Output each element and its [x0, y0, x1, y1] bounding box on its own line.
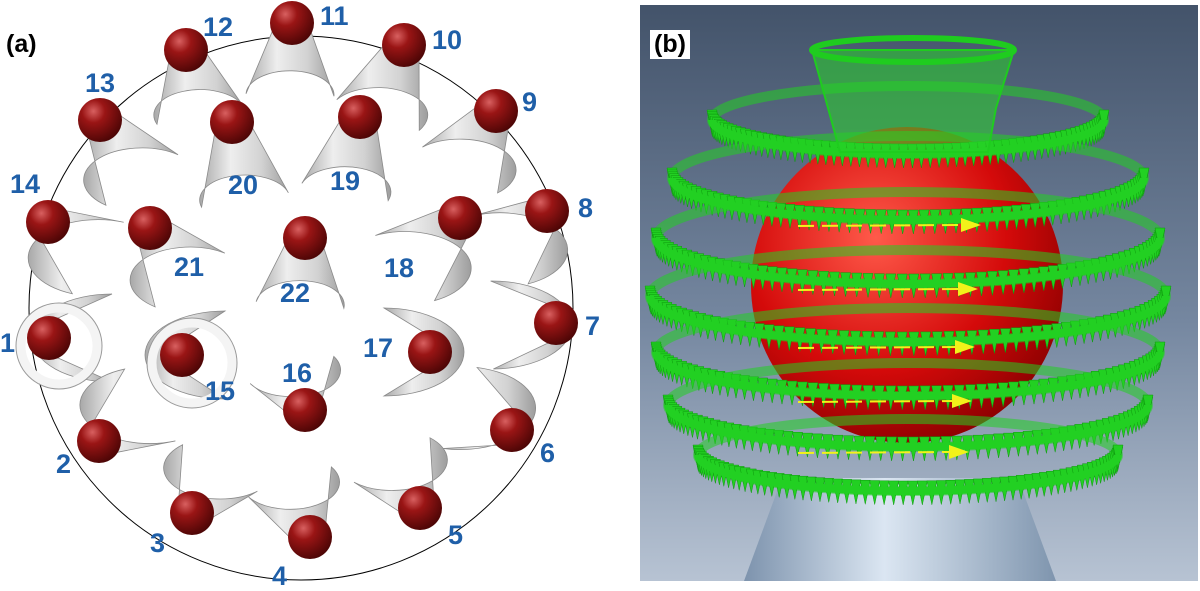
nozzle-cone-2 — [79, 368, 176, 455]
nozzle-label-6: 6 — [540, 438, 556, 468]
nozzle-sphere-8 — [525, 189, 569, 233]
nozzle-label-18: 18 — [384, 253, 415, 283]
top-funnel — [810, 49, 1016, 153]
highlight-ring-1 — [16, 303, 102, 389]
nozzle-label-4: 4 — [272, 561, 288, 591]
nozzle-label-11: 11 — [320, 1, 349, 31]
nozzle-sphere-6 — [490, 408, 534, 452]
nozzle-sphere-17 — [408, 330, 452, 374]
nozzle-sphere-5 — [398, 486, 442, 530]
vortex-ring-6 — [662, 358, 1154, 462]
nozzle-label-20: 20 — [228, 170, 259, 200]
nozzle-label-16: 16 — [282, 358, 313, 388]
nozzle-sphere-12 — [164, 28, 208, 72]
nozzle-sphere-11 — [270, 1, 314, 45]
nozzle-cone-14 — [27, 208, 124, 295]
nozzle-label-10: 10 — [432, 25, 463, 55]
nozzle-sphere-13 — [78, 98, 122, 142]
vortex-ring-4 — [644, 245, 1172, 357]
nozzle-sphere-20 — [210, 100, 254, 144]
nozzle-label-7: 7 — [585, 311, 601, 341]
panel-b-tag: (b) — [650, 30, 690, 59]
nozzle-sphere-3 — [170, 491, 214, 535]
panel-a-tag: (a) — [6, 30, 37, 58]
top-funnel-rim — [809, 35, 1017, 65]
nozzle-label-3: 3 — [150, 528, 166, 558]
highlight-ring-outline-1 — [15, 302, 103, 390]
nozzle-label-17: 17 — [363, 333, 394, 363]
nozzle-label-14: 14 — [10, 169, 41, 199]
nozzle-sphere-1 — [27, 316, 71, 360]
nozzle-sphere-21 — [128, 206, 172, 250]
vortex-ring-5 — [650, 303, 1166, 411]
nozzle-label-15: 15 — [205, 376, 236, 406]
nozzle-cone-17 — [382, 307, 465, 397]
nozzle-sphere-10 — [382, 23, 426, 67]
nozzle-sphere-22 — [283, 216, 327, 260]
nozzle-sphere-15 — [160, 333, 204, 377]
nozzle-label-13: 13 — [85, 68, 116, 98]
stem-cone — [744, 478, 1056, 581]
nozzle-array-diagram — [15, 1, 578, 581]
highlight-ring-outline-15 — [146, 317, 238, 409]
nozzle-sphere-9 — [474, 89, 518, 133]
nozzle-sphere-14 — [26, 200, 70, 244]
nozzle-label-22: 22 — [280, 278, 311, 308]
nozzle-sphere-19 — [338, 95, 382, 139]
highlight-ring-15 — [147, 318, 237, 408]
nozzle-label-8: 8 — [578, 193, 594, 223]
nozzle-cone-22 — [255, 236, 345, 310]
nozzle-label-1: 1 — [0, 328, 16, 358]
nozzle-sphere-18 — [438, 196, 482, 240]
nozzle-sphere-7 — [534, 301, 578, 345]
nozzle-cone-11 — [245, 22, 335, 97]
nozzle-sphere-16 — [283, 388, 327, 432]
nozzle-label-9: 9 — [522, 87, 538, 117]
nozzle-sphere-2 — [77, 419, 121, 463]
nozzle-sphere-4 — [288, 515, 332, 559]
nozzle-label-2: 2 — [56, 449, 72, 479]
nozzle-label-5: 5 — [448, 520, 464, 550]
nozzle-label-19: 19 — [330, 166, 361, 196]
vortex-ring-7 — [692, 414, 1124, 506]
nozzle-label-12: 12 — [203, 12, 234, 42]
nozzle-label-21: 21 — [174, 252, 205, 282]
